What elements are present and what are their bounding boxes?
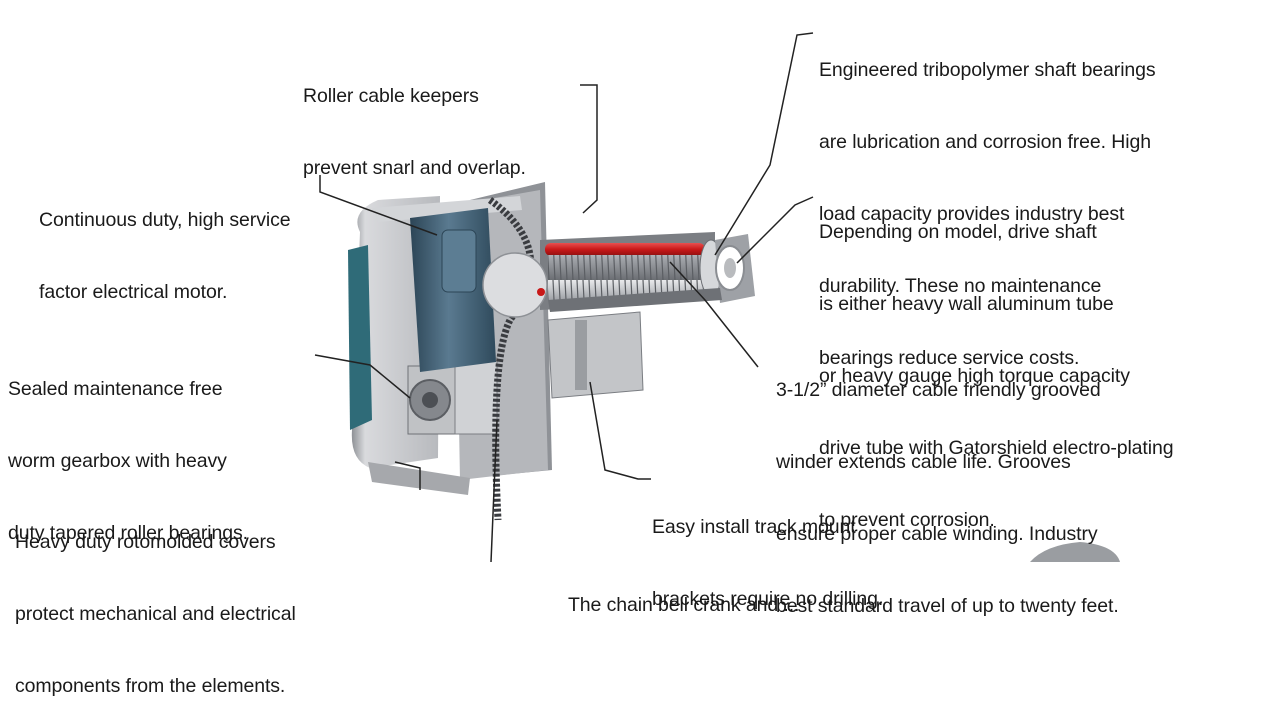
- callout-line: load capacity provides industry best: [819, 203, 1125, 225]
- callout-line: or heavy gauge high torque capacity: [819, 365, 1130, 387]
- callout-line: prevent snarl and overlap.: [303, 157, 526, 179]
- callout-line: Sealed maintenance free: [8, 378, 223, 400]
- electric-motor: [410, 208, 496, 372]
- callout-line: is either heavy wall aluminum tube: [819, 293, 1114, 315]
- callout-line: Depending on model, drive shaft: [819, 221, 1097, 243]
- partial-component: [1030, 542, 1120, 562]
- callout-line: Easy install track mount: [652, 516, 856, 538]
- callout-line: winder extends cable life. Grooves: [776, 451, 1071, 473]
- callout-line: The chain bell crank and ...: [568, 594, 800, 616]
- callout-gearbox: Sealed maintenance free worm gearbox wit…: [8, 329, 248, 569]
- callout-line: Continuous duty, high service: [39, 209, 291, 231]
- sprocket: [482, 252, 548, 318]
- callout-chain-partial: The chain bell crank and ...: [568, 545, 799, 641]
- callout-line: protect mechanical and electrical: [15, 603, 296, 625]
- callout-line: components from the elements.: [15, 675, 286, 697]
- callout-covers: Heavy duty rotomolded covers protect mec…: [15, 482, 296, 722]
- callout-line: drive tube with Gatorshield electro-plat…: [819, 437, 1174, 459]
- callout-line: worm gearbox with heavy: [8, 450, 227, 472]
- winder-assembly: [540, 232, 755, 399]
- track-mount-bracket: [547, 311, 644, 399]
- callout-line: Engineered tribopolymer shaft bearings: [819, 59, 1156, 81]
- callout-line: Heavy duty rotomolded covers: [15, 531, 276, 553]
- callout-line: ensure proper cable winding. Industry: [776, 523, 1098, 545]
- callout-line: are lubrication and corrosion free. High: [819, 131, 1152, 153]
- callout-motor: Continuous duty, high service factor ele…: [39, 160, 291, 328]
- callout-line: to prevent corrosion.: [819, 509, 995, 531]
- callout-line: factor electrical motor.: [39, 281, 228, 303]
- callout-drive-shaft: Depending on model, drive shaft is eithe…: [819, 172, 1174, 556]
- callout-bearings: Engineered tribopolymer shaft bearings a…: [819, 10, 1156, 394]
- callout-line: 3-1/2” diameter cable friendly grooved: [776, 379, 1101, 401]
- leader-lines: [314, 32, 814, 562]
- cover-side-panel: [348, 245, 372, 430]
- callout-line: bearings reduce service costs.: [819, 347, 1080, 369]
- red-shaft-tube: [545, 243, 705, 256]
- callout-line: duty tapered roller bearings.: [8, 522, 248, 544]
- callout-line: Roller cable keepers: [303, 85, 479, 107]
- callout-roller-keepers: Roller cable keepers prevent snarl and o…: [303, 36, 526, 204]
- callout-line: durability. These no maintenance: [819, 275, 1102, 297]
- worm-gearbox: [407, 357, 498, 435]
- winch-illustration: [314, 32, 1120, 562]
